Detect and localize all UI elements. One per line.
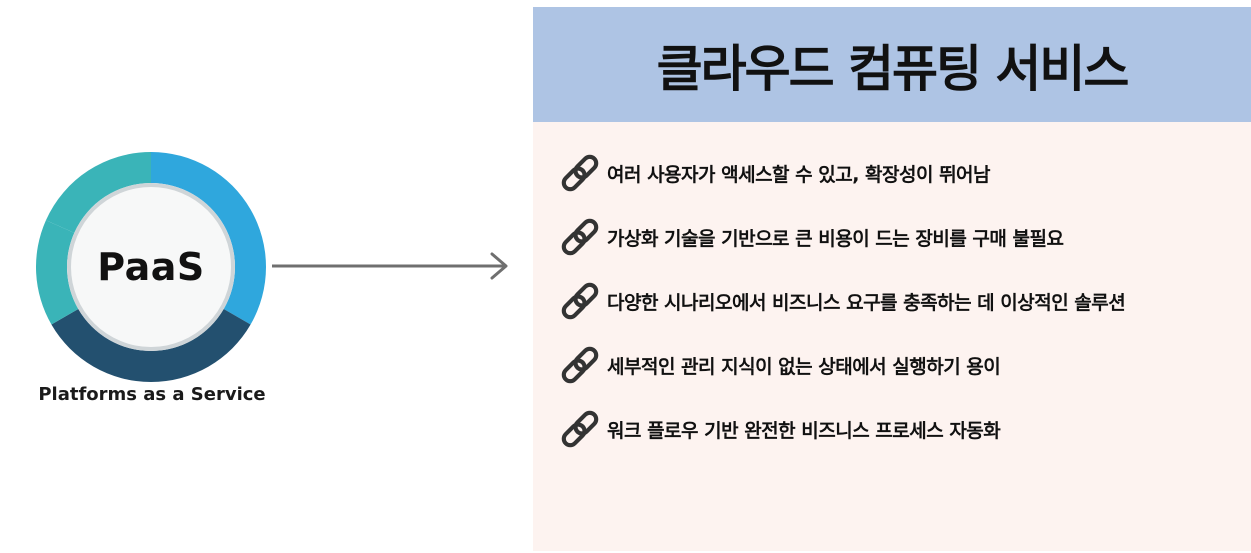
list-item: 여러 사용자가 액세스할 수 있고, 확장성이 뛰어남 (555, 147, 1245, 199)
feature-text: 워크 플로우 기반 완전한 비즈니스 프로세스 자동화 (607, 419, 1001, 442)
ring-segment (45, 152, 151, 233)
panel-header: 클라우드 컴퓨팅 서비스 (533, 7, 1251, 122)
link-icon (555, 340, 605, 390)
list-item: 가상화 기술을 기반으로 큰 비용이 드는 장비를 구매 불필요 (555, 211, 1245, 263)
list-item: 세부적인 관리 지식이 없는 상태에서 실행하기 용이 (555, 339, 1245, 391)
panel-title: 클라우드 컴퓨팅 서비스 (656, 39, 1130, 98)
feature-text: 다양한 시나리오에서 비즈니스 요구를 충족하는 데 이상적인 솔루션 (607, 291, 1126, 314)
link-icon (555, 276, 605, 326)
link-icon (555, 404, 605, 454)
ring-segment (51, 309, 251, 382)
cloud-computing-panel: 클라우드 컴퓨팅 서비스 여러 사용자가 액세스할 수 있고, 확장성이 뛰어남… (533, 7, 1251, 551)
paas-ring (36, 152, 266, 382)
ring-segment (36, 220, 79, 325)
paas-group: PaaS Platforms as a Service (0, 0, 300, 553)
link-icon (555, 148, 605, 198)
paas-caption: Platforms as a Service (38, 384, 266, 405)
ring-segment (151, 152, 266, 325)
list-item: 다양한 시나리오에서 비즈니스 요구를 충족하는 데 이상적인 솔루션 (555, 275, 1245, 327)
paas-label: PaaS (97, 245, 205, 289)
feature-text: 세부적인 관리 지식이 없는 상태에서 실행하기 용이 (607, 355, 1001, 378)
link-icon (555, 212, 605, 262)
right-arrow-icon (272, 252, 508, 280)
feature-text: 가상화 기술을 기반으로 큰 비용이 드는 장비를 구매 불필요 (607, 227, 1064, 250)
feature-text: 여러 사용자가 액세스할 수 있고, 확장성이 뛰어남 (607, 163, 991, 186)
feature-list: 여러 사용자가 액세스할 수 있고, 확장성이 뛰어남 가상화 기술을 기반으로… (555, 147, 1245, 467)
list-item: 워크 플로우 기반 완전한 비즈니스 프로세스 자동화 (555, 403, 1245, 455)
